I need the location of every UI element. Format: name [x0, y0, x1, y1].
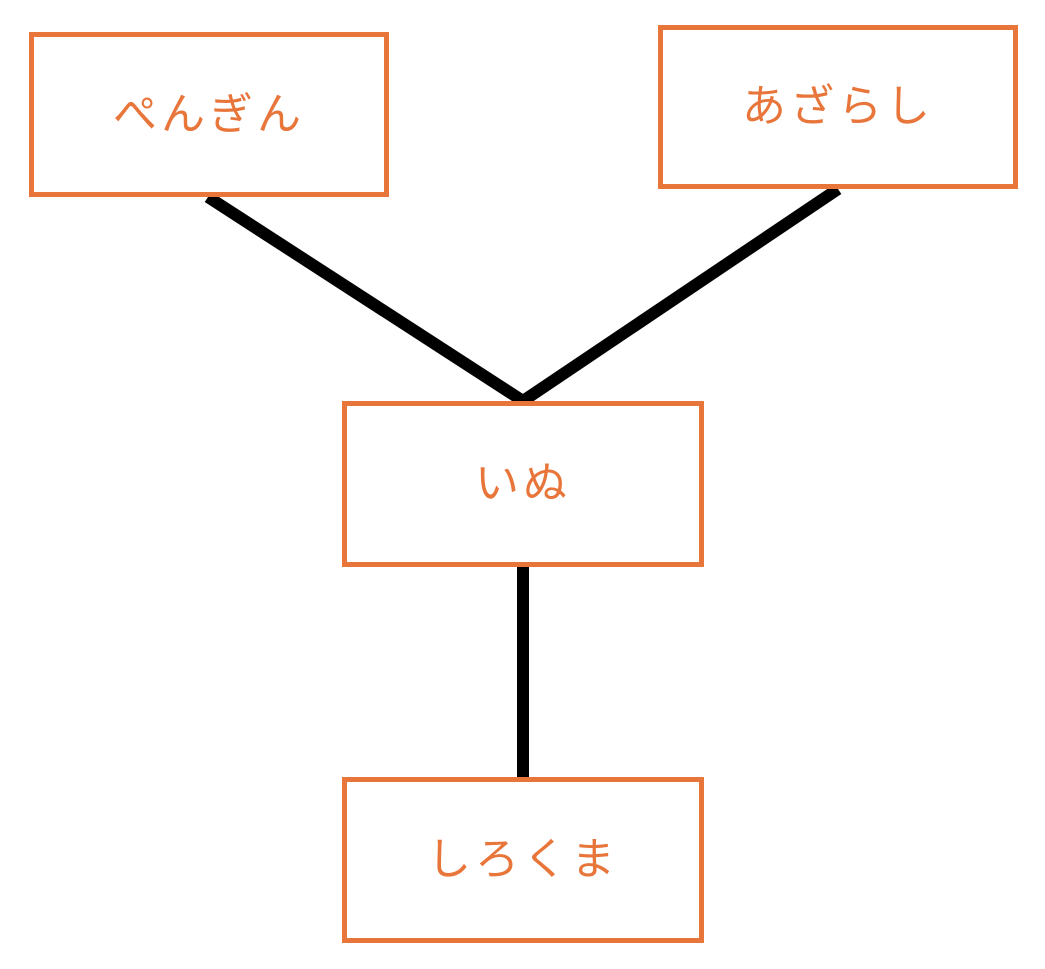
node-seal: あざらし: [658, 25, 1018, 189]
node-polarbear: しろくま: [342, 777, 704, 943]
node-dog: いぬ: [342, 401, 704, 567]
node-label-seal: あざらし: [742, 81, 934, 132]
node-label-polarbear: しろくま: [427, 834, 619, 885]
node-label-penguin: ぺんぎん: [113, 88, 305, 140]
node-label-dog: いぬ: [475, 458, 571, 509]
node-penguin: ぺんぎん: [29, 32, 389, 197]
edge-penguin-to-dog: [204, 191, 527, 407]
edge-seal-to-dog: [519, 184, 842, 406]
